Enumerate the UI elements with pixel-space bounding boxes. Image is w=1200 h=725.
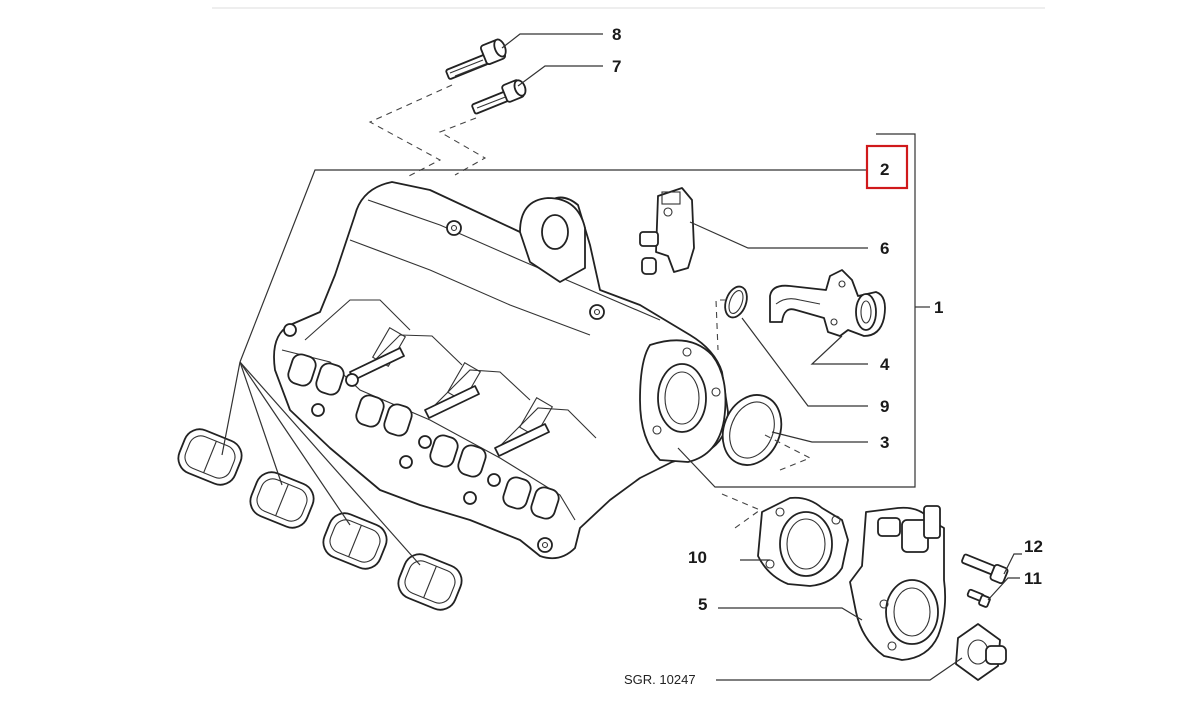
callout-6[interactable]: 6 bbox=[880, 239, 889, 258]
callout-12[interactable]: 12 bbox=[1024, 537, 1043, 556]
leader-7 bbox=[517, 65, 603, 87]
port-gaskets[interactable] bbox=[174, 424, 467, 614]
throttle-body[interactable] bbox=[849, 505, 947, 661]
leader-3 bbox=[771, 431, 868, 443]
flange-fitting[interactable] bbox=[955, 623, 1007, 681]
leader-5 bbox=[718, 607, 863, 621]
leader-4 bbox=[810, 335, 868, 365]
callout-8[interactable]: 8 bbox=[612, 25, 621, 44]
o-ring[interactable] bbox=[721, 284, 751, 321]
seal-axis bbox=[764, 434, 812, 471]
leader-6 bbox=[689, 221, 868, 249]
callout-11[interactable]: 11 bbox=[1024, 569, 1042, 588]
bolt-7[interactable] bbox=[471, 79, 528, 115]
gasket-leader-b bbox=[239, 361, 283, 486]
gasket-leader-c bbox=[239, 361, 351, 526]
leader-9 bbox=[741, 317, 868, 407]
manifold-ports bbox=[287, 353, 560, 520]
o-ring-axis bbox=[715, 299, 726, 351]
leader-12 bbox=[1003, 553, 1022, 575]
bolt-8-axis bbox=[368, 84, 453, 179]
callout-5[interactable]: 5 bbox=[698, 595, 707, 614]
bracket-1 bbox=[677, 133, 916, 488]
callout-7[interactable]: 7 bbox=[612, 57, 621, 76]
screw-11[interactable] bbox=[966, 588, 991, 608]
leader-2 bbox=[239, 169, 868, 363]
gasket-leader-a bbox=[221, 361, 241, 456]
callout-9[interactable]: 9 bbox=[880, 397, 889, 416]
gasket-leader-d bbox=[239, 361, 421, 566]
throttle-adapter[interactable] bbox=[757, 496, 849, 587]
callout-2[interactable]: 2 bbox=[880, 160, 889, 179]
bolt-7-axis bbox=[438, 117, 487, 176]
leader-11 bbox=[987, 577, 1020, 601]
callout-4[interactable]: 4 bbox=[880, 355, 890, 374]
callout-3[interactable]: 3 bbox=[880, 433, 889, 452]
bolt-8[interactable] bbox=[445, 38, 508, 80]
callout-10[interactable]: 10 bbox=[688, 548, 707, 567]
callout-1[interactable]: 1 bbox=[934, 298, 943, 317]
leader-8 bbox=[501, 33, 603, 49]
drawing-reference: SGR. 10247 bbox=[624, 672, 696, 687]
screw-12[interactable] bbox=[961, 553, 1009, 585]
pipe-union[interactable] bbox=[769, 269, 886, 337]
throttle-axis bbox=[721, 493, 762, 529]
selected-callout-box bbox=[865, 144, 909, 190]
intake-manifold[interactable] bbox=[273, 181, 729, 560]
pressure-sensor[interactable] bbox=[639, 187, 695, 275]
ref-leader bbox=[716, 657, 963, 681]
seal-ring[interactable] bbox=[713, 386, 792, 474]
